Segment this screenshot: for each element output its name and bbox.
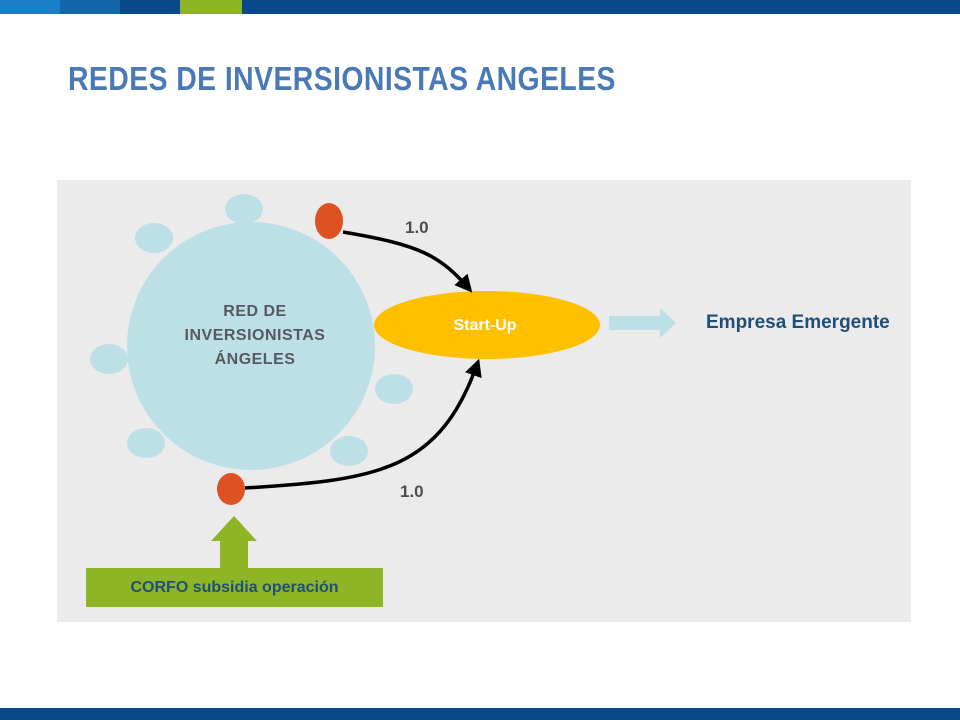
investor-node-bottom [217, 473, 245, 505]
corfo-label: CORFO subsidia operación [130, 578, 339, 596]
satellite-bubble [375, 374, 413, 404]
flow-value-top: 1.0 [405, 218, 429, 237]
support-arrow [211, 516, 257, 568]
page-title: REDES DE INVERSIONISTAS ANGELES [68, 60, 616, 97]
startup-label: Start-Up [453, 317, 517, 334]
investor-node-top [315, 203, 343, 239]
network-label-line: ÁNGELES [214, 351, 296, 368]
flow-arrow-bottom [244, 358, 482, 490]
header-segment-mid-blue [60, 0, 120, 14]
satellite-bubble [330, 436, 368, 466]
satellite-bubble [225, 194, 263, 224]
footer-bar [0, 708, 960, 720]
outcome-arrow [609, 308, 676, 338]
flow-value-bottom: 1.0 [400, 482, 424, 501]
header-segment-light-blue [0, 0, 60, 14]
outcome-label: Empresa Emergente [706, 312, 890, 333]
flow-arrow-top [342, 230, 473, 293]
corfo-box: CORFO subsidia operación [86, 568, 383, 607]
satellite-bubble [127, 428, 165, 458]
network-circle [127, 222, 375, 470]
satellite-bubble [90, 344, 128, 374]
startup-ellipse [374, 291, 600, 359]
satellite-bubble [135, 223, 173, 253]
network-label: RED DE INVERSIONISTAS ÁNGELES [150, 300, 360, 372]
network-label-line: RED DE [223, 303, 287, 320]
network-label-line: INVERSIONISTAS [184, 327, 326, 344]
header-segment-green [180, 0, 242, 14]
